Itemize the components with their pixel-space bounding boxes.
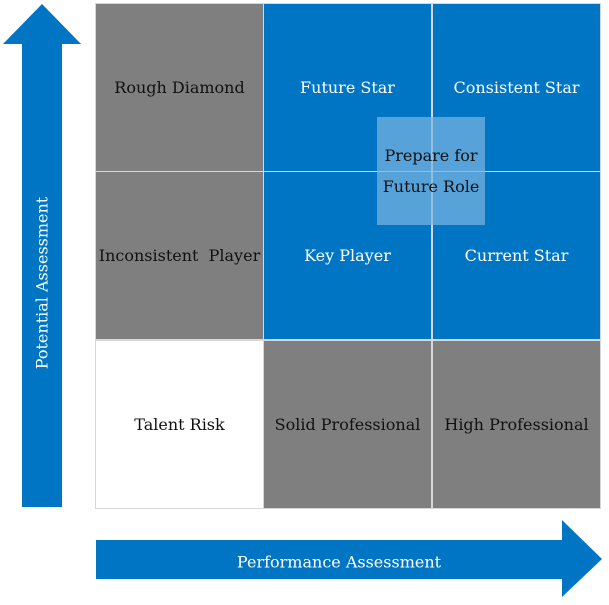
- cell-high-professional: High Professional: [433, 341, 600, 508]
- horizontal-axis-label: Performance Assessment: [236, 552, 442, 572]
- cell-label: Consistent Star: [453, 78, 580, 97]
- horizontal-axis-arrow: [96, 520, 602, 597]
- overlay-line-1: Prepare for: [384, 146, 478, 165]
- cell-inconsistent-player: Inconsistent Player: [96, 172, 263, 339]
- cell-label: Future Star: [300, 78, 395, 97]
- cell-key-player: Key Player: [264, 172, 431, 339]
- cell-label: Key Player: [304, 246, 391, 265]
- talent-matrix-grid: Rough Diamond Future Star Consistent Sta…: [95, 3, 601, 509]
- cell-label: Talent Risk: [134, 415, 225, 434]
- vertical-axis-label: Potential Assessment: [32, 196, 52, 370]
- cell-talent-risk: Talent Risk: [96, 341, 263, 508]
- cell-label: Solid Professional: [274, 415, 421, 434]
- cell-label: Current Star: [464, 246, 569, 265]
- cell-label: Inconsistent Player: [98, 246, 261, 265]
- cell-solid-professional: Solid Professional: [264, 341, 431, 508]
- cell-label: High Professional: [444, 415, 589, 434]
- vertical-axis-arrow: [3, 4, 81, 507]
- overlay-line-2: Future Role: [382, 177, 480, 196]
- cell-label: Rough Diamond: [114, 78, 245, 97]
- prepare-future-role-overlay: Prepare for Future Role: [377, 117, 485, 225]
- cell-rough-diamond: Rough Diamond: [96, 4, 263, 171]
